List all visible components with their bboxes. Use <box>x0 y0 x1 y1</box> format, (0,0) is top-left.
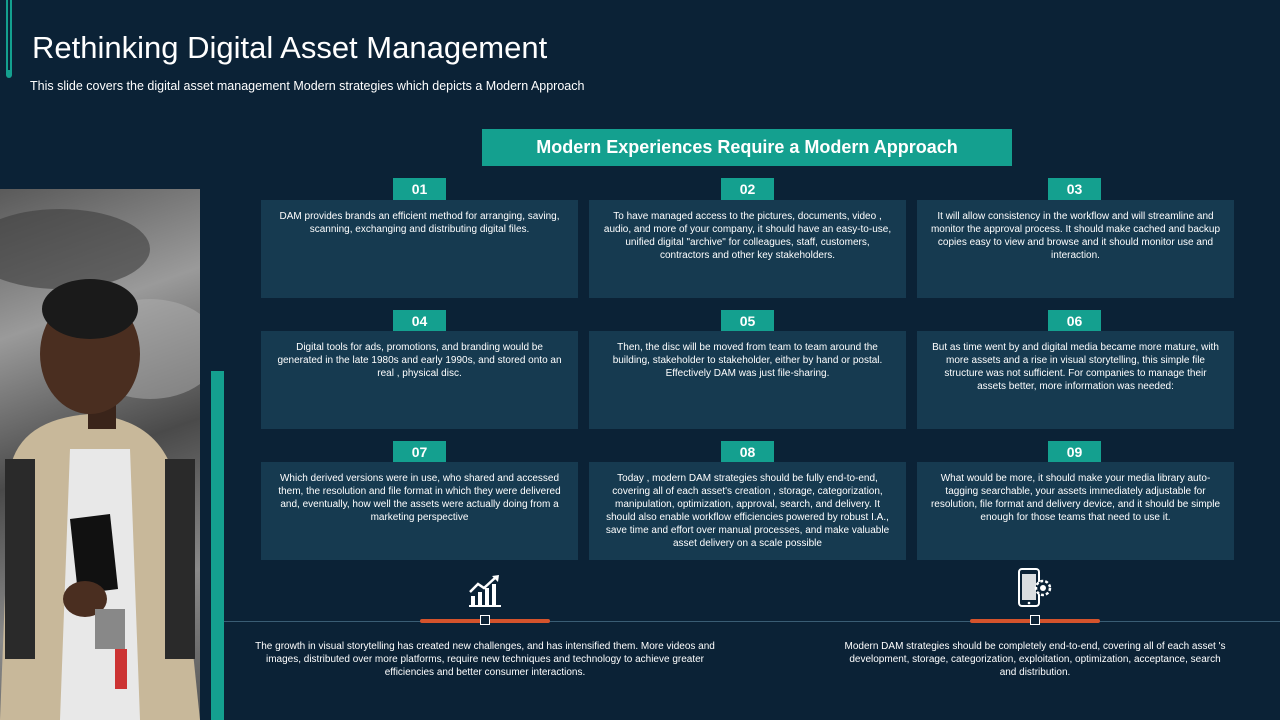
card-02: To have managed access to the pictures, … <box>589 200 906 298</box>
card-03: It will allow consistency in the workflo… <box>917 200 1234 298</box>
card-05: Then, the disc will be moved from team t… <box>589 331 906 429</box>
decorative-side-bar <box>211 371 224 720</box>
card-number-03: 03 <box>1048 178 1101 200</box>
card-number-04: 04 <box>393 310 446 332</box>
page-title: Rethinking Digital Asset Management <box>32 30 548 65</box>
timeline-marker-right <box>1030 615 1040 625</box>
bottom-text-left: The growth in visual storytelling has cr… <box>255 641 715 678</box>
mobile-settings-icon <box>1017 568 1053 613</box>
card-number-09: 09 <box>1048 441 1101 463</box>
card-number-08: 08 <box>721 441 774 463</box>
card-01: DAM provides brands an efficient method … <box>261 200 578 298</box>
card-08: Today , modern DAM strategies should be … <box>589 462 906 560</box>
card-number-07: 07 <box>393 441 446 463</box>
timeline-marker-left <box>480 615 490 625</box>
card-07: Which derived versions were in use, who … <box>261 462 578 560</box>
page-subtitle: This slide covers the digital asset mana… <box>30 79 585 93</box>
bottom-text-right: Modern DAM strategies should be complete… <box>844 641 1226 678</box>
card-04: Digital tools for ads, promotions, and b… <box>261 331 578 429</box>
card-06: But as time went by and digital media be… <box>917 331 1234 429</box>
card-number-06: 06 <box>1048 310 1101 332</box>
card-number-02: 02 <box>721 178 774 200</box>
card-number-01: 01 <box>393 178 446 200</box>
title-accent-bar <box>6 0 12 78</box>
timeline-line <box>224 621 1280 622</box>
section-banner: Modern Experiences Require a Modern Appr… <box>482 129 1012 166</box>
card-number-05: 05 <box>721 310 774 332</box>
person-photo <box>0 189 200 720</box>
growth-chart-icon <box>468 574 502 613</box>
card-09: What would be more, it should make your … <box>917 462 1234 560</box>
